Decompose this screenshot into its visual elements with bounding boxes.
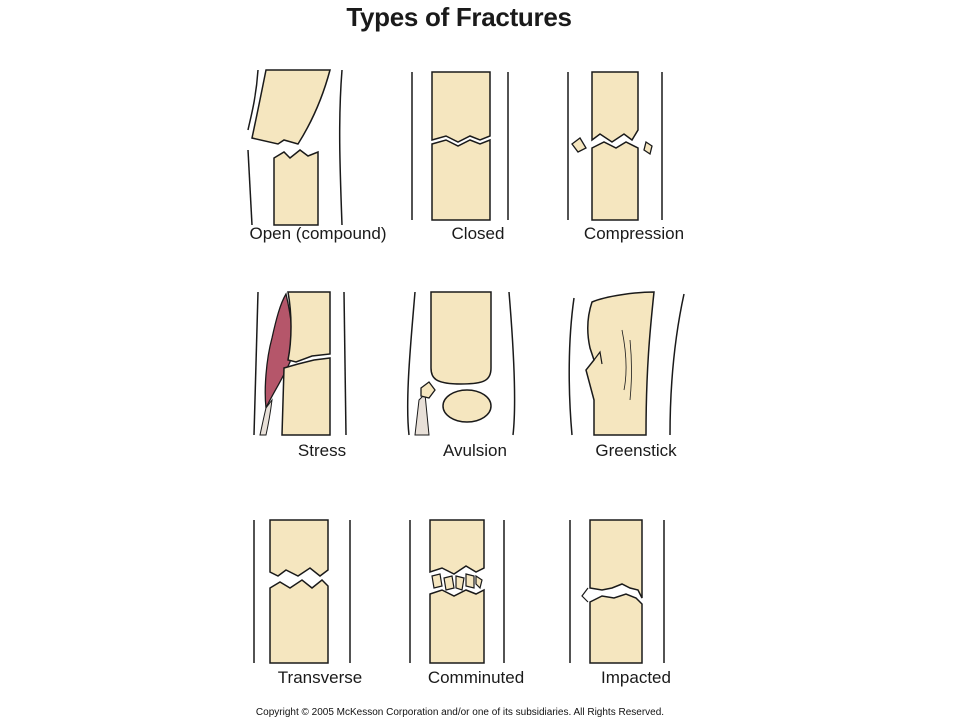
fracture-label: Avulsion: [443, 441, 507, 460]
fracture-closed: Closed: [408, 70, 548, 243]
avulsion-fracture-illustration: [406, 291, 516, 436]
comminuted-fracture-illustration: [409, 519, 505, 664]
stress-fracture-illustration: [253, 291, 347, 436]
closed-fracture-illustration: [411, 71, 509, 221]
open-fracture-illustration: [247, 69, 343, 226]
page-title: Types of Fractures: [346, 2, 572, 32]
compression-fracture-illustration: [567, 71, 663, 221]
copyright-notice: Copyright © 2005 McKesson Corporation an…: [255, 707, 665, 718]
fracture-open: Open (compound): [247, 69, 388, 243]
fracture-label: Greenstick: [595, 441, 677, 460]
fracture-label: Impacted: [601, 668, 671, 687]
fracture-comminuted: Comminuted: [406, 518, 546, 687]
fracture-avulsion: Avulsion: [405, 290, 545, 460]
fracture-label: Open (compound): [249, 224, 387, 243]
fracture-impacted: Impacted: [566, 518, 706, 687]
fracture-label: Closed: [451, 224, 505, 243]
fracture-compression: Compression: [564, 70, 704, 243]
fracture-label: Transverse: [277, 668, 363, 687]
fracture-greenstick: Greenstick: [566, 290, 706, 460]
transverse-fracture-illustration: [253, 519, 351, 664]
fracture-label: Compression: [583, 224, 685, 243]
fracture-label: Comminuted: [427, 668, 525, 687]
impacted-fracture-illustration: [569, 519, 665, 664]
fracture-stress: Stress: [252, 290, 392, 460]
fracture-transverse: Transverse: [250, 518, 390, 687]
greenstick-fracture-illustration: [568, 291, 685, 436]
fracture-label: Stress: [297, 441, 347, 460]
